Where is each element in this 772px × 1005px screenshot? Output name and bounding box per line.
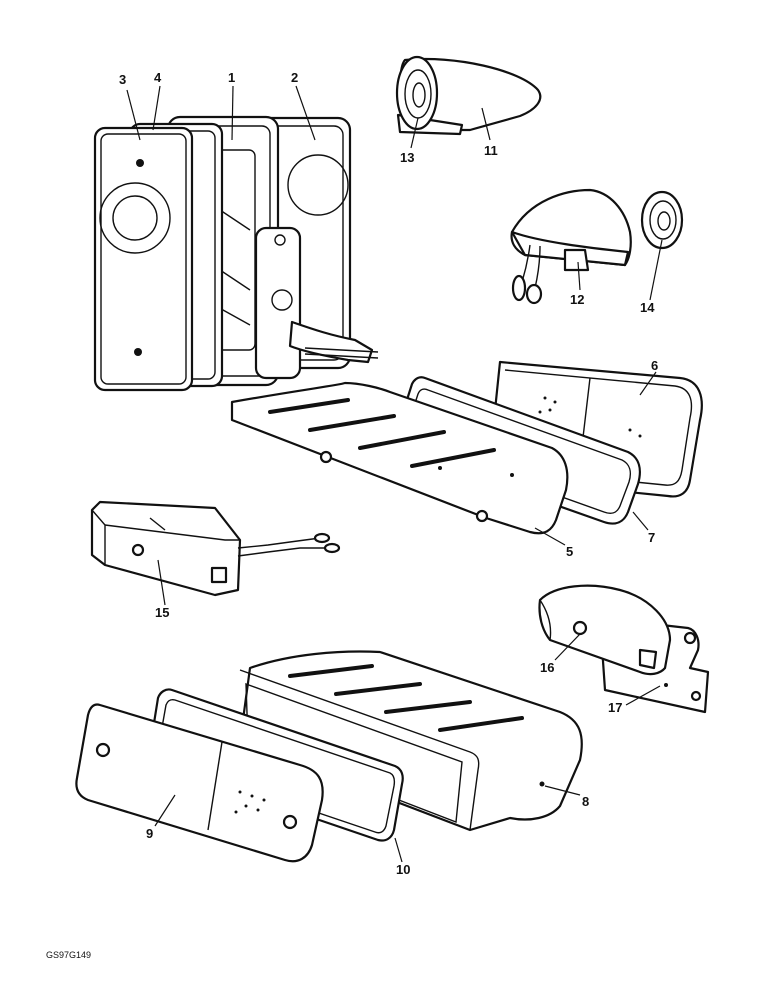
diagram-reference-code: GS97G149: [46, 950, 91, 960]
part-13-marker-lens: [395, 55, 439, 131]
part-14-lamp-lens: [640, 190, 684, 250]
callout-11: 11: [484, 143, 498, 158]
callout-13: 13: [400, 150, 414, 165]
part-3-front-lens: [93, 126, 194, 392]
callout-8: 8: [582, 794, 589, 809]
callout-1: 1: [228, 70, 235, 85]
callout-6: 6: [651, 358, 658, 373]
part-5-long-housing: [230, 381, 569, 535]
callout-15: 15: [155, 605, 169, 620]
leader-lines: [126, 85, 663, 863]
callout-4: 4: [154, 70, 162, 85]
part-8-large-housing: [238, 650, 583, 832]
callout-10: 10: [396, 862, 410, 877]
callout-2: 2: [291, 70, 298, 85]
callout-16: 16: [540, 660, 554, 675]
part-9-large-lens: [75, 703, 324, 863]
callout-12: 12: [570, 292, 584, 307]
callout-7: 7: [648, 530, 655, 545]
part-15-small-lamp: [90, 500, 341, 597]
callout-5: 5: [566, 544, 573, 559]
part-16-lamp: [538, 584, 672, 676]
callout-14: 14: [640, 300, 655, 315]
callout-labels: 3 4 1 2 13 11 12 14 6 7 5 15 16 17 8 9 1…: [119, 70, 658, 877]
callout-17: 17: [608, 700, 622, 715]
rear-lamp-assembly: [93, 115, 379, 392]
callout-9: 9: [146, 826, 153, 841]
callout-3: 3: [119, 72, 126, 87]
bulb-holder-with-cables: [254, 226, 379, 380]
part-12-side-lamp: [510, 188, 632, 305]
